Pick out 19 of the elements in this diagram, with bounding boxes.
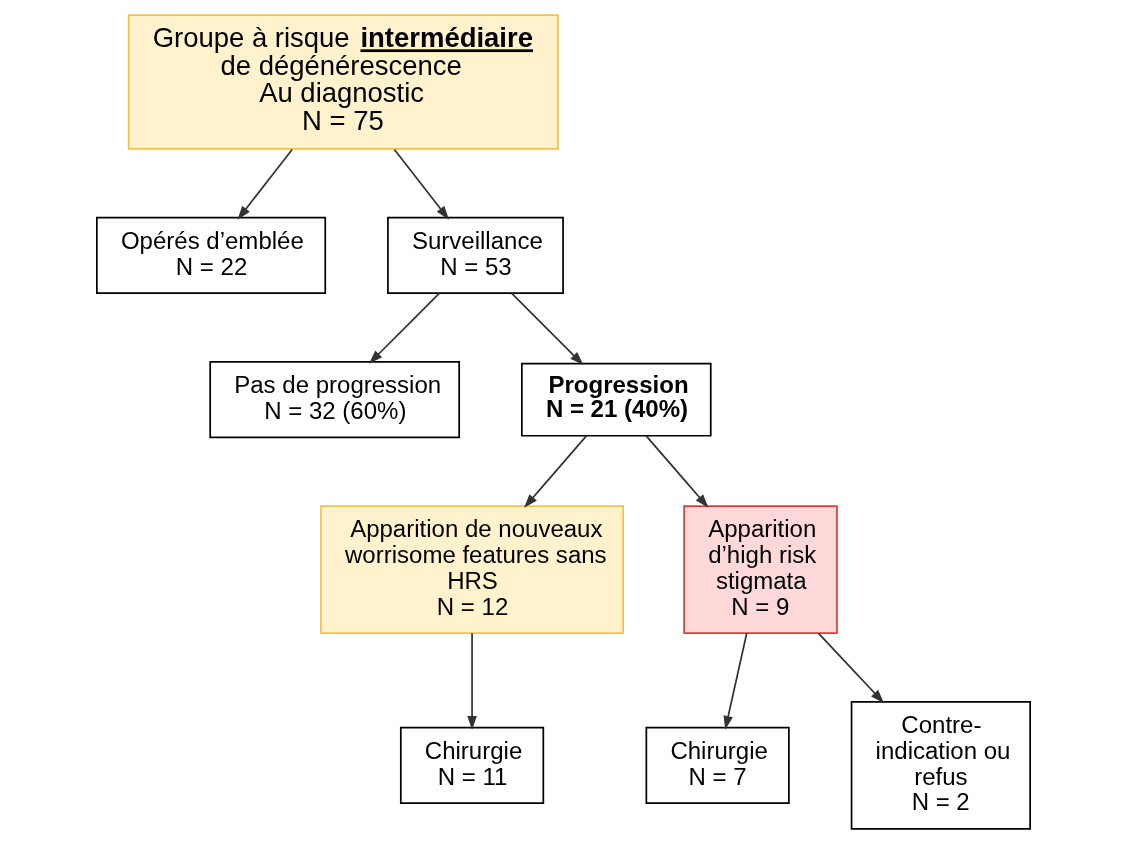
arrow [644, 435, 708, 508]
node-box: Opérés d’emblée N = 22 [95, 216, 326, 295]
arrow [466, 632, 477, 730]
arrow [817, 632, 884, 704]
node-box: Groupe à risque intermédiaire de dégénérescence Au diagnostic N = 75 [127, 14, 559, 150]
node-box: Chirurgie N = 7 [645, 726, 790, 805]
node-box: Progression N = 21 (40%) [520, 362, 712, 437]
arrow [510, 292, 583, 366]
node-box: Surveillance N = 53 [386, 216, 564, 295]
arrow [523, 435, 587, 508]
node-box: Pas de progression N = 32 (60%) [208, 361, 460, 439]
arrow [237, 148, 293, 220]
node-box: Apparition de nouveaux worrisome features sans HRS N = 12 [319, 505, 624, 635]
node-box: Chirurgie N = 11 [399, 726, 544, 805]
arrow [368, 292, 440, 364]
node-box: Apparition d’high risk stigmata N = 9 [682, 505, 838, 635]
node-box: Contre-indication ou refus N = 2 [850, 701, 1031, 830]
arrow [393, 148, 449, 220]
arrow [723, 632, 748, 730]
